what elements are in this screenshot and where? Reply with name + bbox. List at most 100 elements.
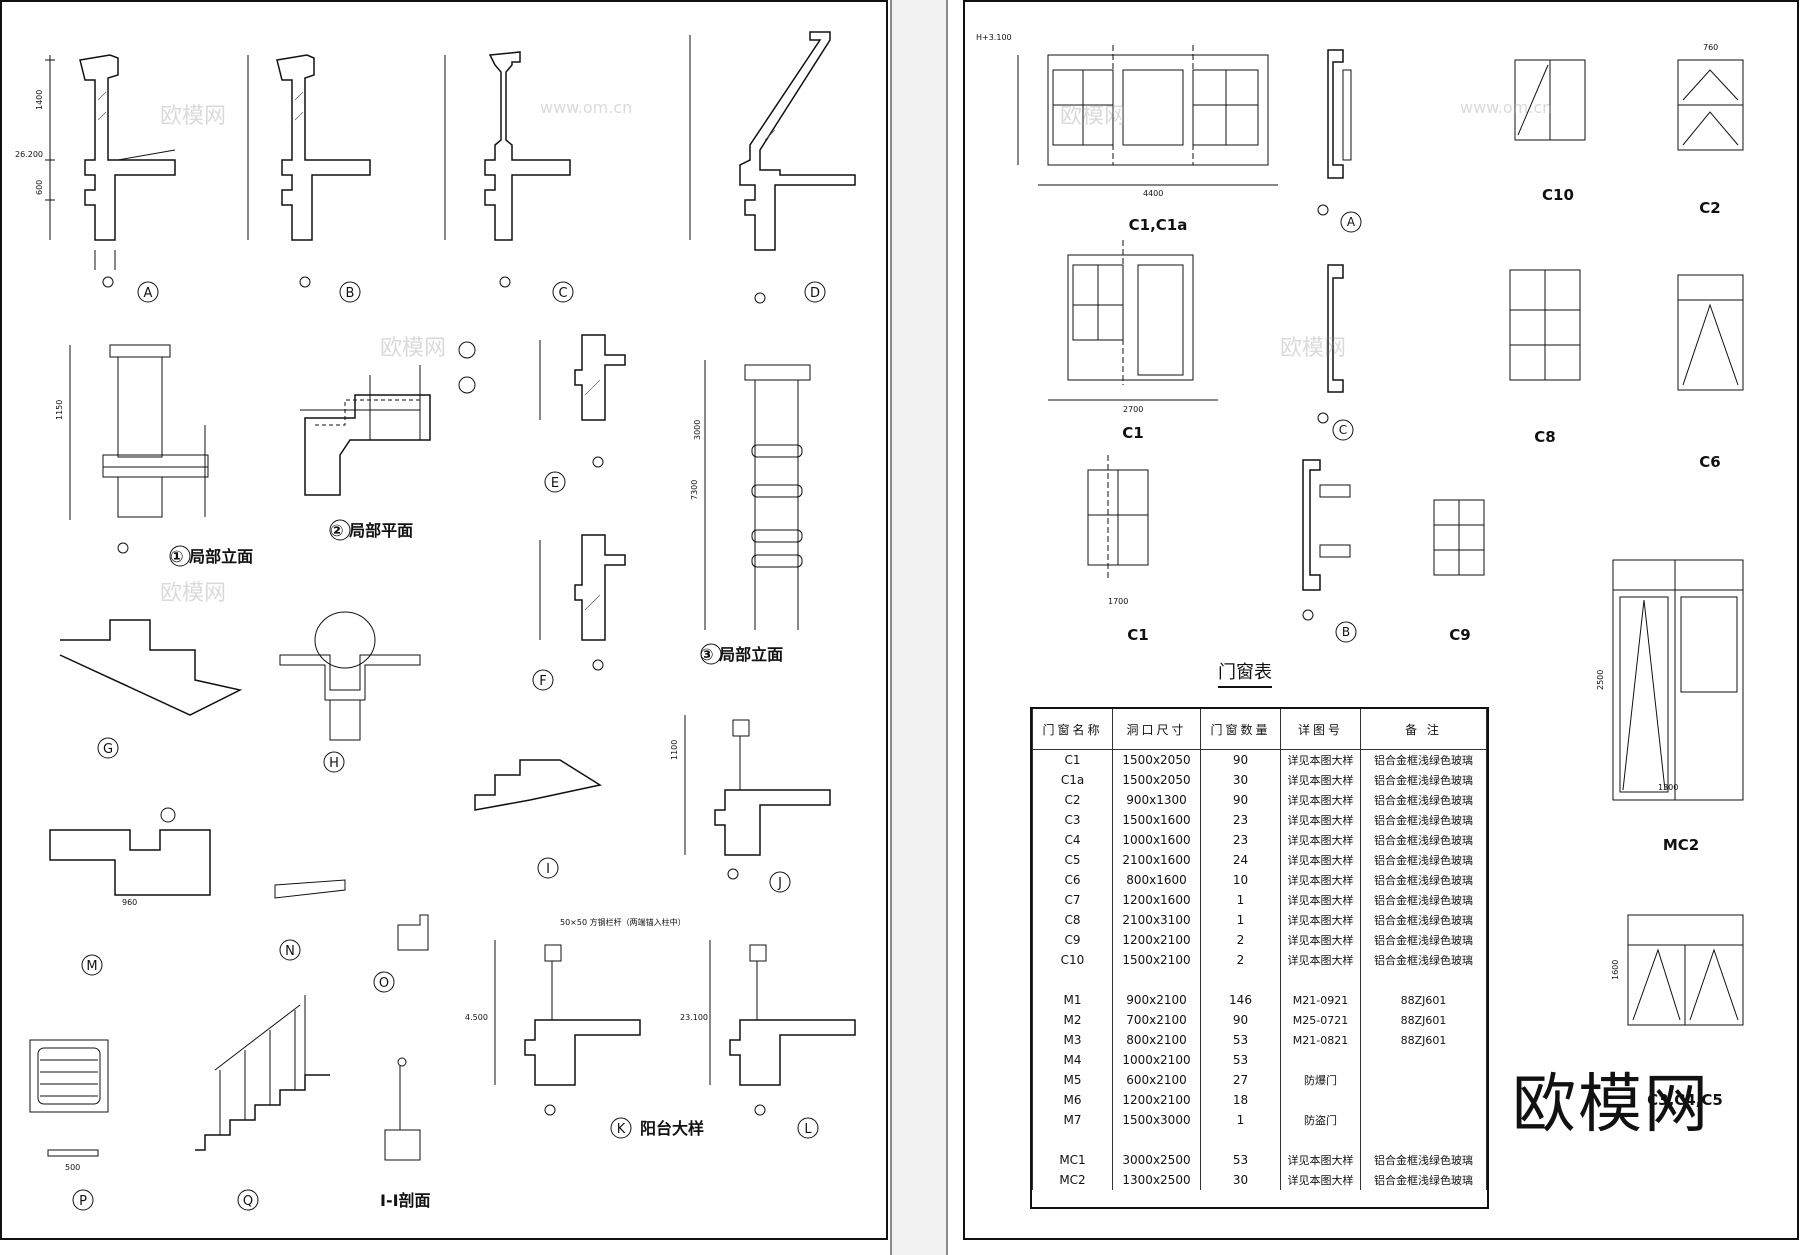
window-c1-c1a-elevation xyxy=(1017,45,1278,186)
cell-name: M7 xyxy=(1032,1110,1113,1130)
label-c: C xyxy=(558,286,567,301)
cell-count: 1 xyxy=(1200,910,1281,930)
label-g: G xyxy=(103,742,113,757)
section-a-window-sill xyxy=(1317,49,1362,233)
brand-watermark: 欧模网 xyxy=(1512,1068,1710,1142)
dim-4400: 4400 xyxy=(1143,189,1163,198)
cell-note: 铝合金框浅绿色玻璃 xyxy=(1360,830,1487,850)
schedule-title: 门窗表 xyxy=(1218,658,1272,688)
cell-note: 铝合金框浅绿色玻璃 xyxy=(1360,930,1487,950)
section-ii-handrail xyxy=(384,1057,421,1161)
cell-name xyxy=(1032,1130,1113,1150)
cell-note: 铝合金框浅绿色玻璃 xyxy=(1360,770,1487,790)
dim-1150: 1150 xyxy=(55,400,64,420)
label-c1-b: C1 xyxy=(1127,626,1148,644)
label-j: J xyxy=(777,876,782,891)
cell-name: C2 xyxy=(1032,790,1113,810)
section-label-a: A xyxy=(1347,215,1356,229)
title-partial-elevation-1: ① 局部立面 xyxy=(170,547,253,566)
cell-ref: M25-0721 xyxy=(1280,1010,1361,1030)
cell-ref: 详见本图大样 xyxy=(1280,1150,1361,1170)
cell-ref: 防爆门 xyxy=(1280,1070,1361,1090)
dim-h3100: H+3.100 xyxy=(976,33,1012,42)
cell-note xyxy=(1360,1050,1487,1070)
right-sheet-border xyxy=(963,0,1799,1240)
cell-name: M6 xyxy=(1032,1090,1113,1110)
dim-1100: 1100 xyxy=(670,740,679,760)
dim-600: 600 xyxy=(35,180,44,195)
label-f: F xyxy=(539,674,546,689)
sheet-gutter xyxy=(890,0,948,1255)
label-o: O xyxy=(379,976,389,991)
cell-size: 1500x1600 xyxy=(1112,810,1201,830)
label-c8: C8 xyxy=(1534,428,1555,446)
cell-count: 90 xyxy=(1200,1010,1281,1030)
cell-count: 53 xyxy=(1200,1030,1281,1050)
cell-name: MC2 xyxy=(1032,1170,1113,1190)
cell-size: 1200x2100 xyxy=(1112,930,1201,950)
header-note: 备 注 xyxy=(1360,709,1487,750)
label-p: P xyxy=(79,1194,87,1209)
cell-size: 800x1600 xyxy=(1112,870,1201,890)
title-partial-elevation-3: ③ 局部立面 xyxy=(700,645,783,664)
cell-note: 铝合金框浅绿色玻璃 xyxy=(1360,850,1487,870)
title-partial-plan-2: ② 局部平面 xyxy=(330,521,413,540)
cell-count: 90 xyxy=(1200,790,1281,810)
label-e: E xyxy=(551,476,559,491)
dim-4500: 4.500 xyxy=(465,1013,488,1022)
cell-name: M4 xyxy=(1032,1050,1113,1070)
cell-count: 53 xyxy=(1200,1050,1281,1070)
cell-size: 1200x1600 xyxy=(1112,890,1201,910)
detail-h-roof-drain xyxy=(279,611,421,773)
cell-count: 30 xyxy=(1200,1170,1281,1190)
detail-o-step xyxy=(373,914,429,993)
cell-note xyxy=(1360,1110,1487,1130)
cell-size: 1000x1600 xyxy=(1112,830,1201,850)
cell-note xyxy=(1360,1070,1487,1090)
cell-name: MC1 xyxy=(1032,1150,1113,1170)
cell-ref: 详见本图大样 xyxy=(1280,790,1361,810)
dim-1400: 1400 xyxy=(35,90,44,110)
cell-size: 800x2100 xyxy=(1112,1030,1201,1050)
cell-name: C8 xyxy=(1032,910,1113,930)
label-c1-a: C1 xyxy=(1122,424,1143,442)
detail-j-balcony xyxy=(684,715,831,893)
label-c9: C9 xyxy=(1449,626,1470,644)
label-d: D xyxy=(810,286,820,301)
cell-name: C7 xyxy=(1032,890,1113,910)
cell-count: 24 xyxy=(1200,850,1281,870)
detail-e-section xyxy=(539,334,626,493)
detail-m-gutter xyxy=(49,807,211,976)
cell-count: 53 xyxy=(1200,1150,1281,1170)
detail-p-grate xyxy=(29,1039,109,1211)
window-c1-elevation-a xyxy=(1048,240,1218,401)
left-sheet-border xyxy=(0,0,888,1240)
title-section-ii: I-I剖面 xyxy=(380,1191,431,1210)
dim-7300: 7300 xyxy=(690,480,699,500)
cell-ref: M21-0821 xyxy=(1280,1030,1361,1050)
cell-name: C1a xyxy=(1032,770,1113,790)
cell-size: 1500x3000 xyxy=(1112,1110,1201,1130)
label-c3-c4-c5: C3,C4,C5 xyxy=(1647,1091,1723,1109)
dim-26200: 26.200 xyxy=(15,150,43,159)
dim-2500: 2500 xyxy=(1596,670,1605,690)
cell-note: 88ZJ601 xyxy=(1360,1030,1487,1050)
cell-note: 铝合金框浅绿色玻璃 xyxy=(1360,1170,1487,1190)
dim-1300: 1300 xyxy=(1658,783,1678,792)
cell-note: 铝合金框浅绿色玻璃 xyxy=(1360,890,1487,910)
label-c2: C2 xyxy=(1699,199,1720,217)
cell-ref: 详见本图大样 xyxy=(1280,870,1361,890)
cell-name: M5 xyxy=(1032,1070,1113,1090)
table-row xyxy=(1032,1130,1487,1150)
detail-d-sloped-parapet xyxy=(689,31,856,304)
detail-k-balcony xyxy=(494,940,641,1139)
